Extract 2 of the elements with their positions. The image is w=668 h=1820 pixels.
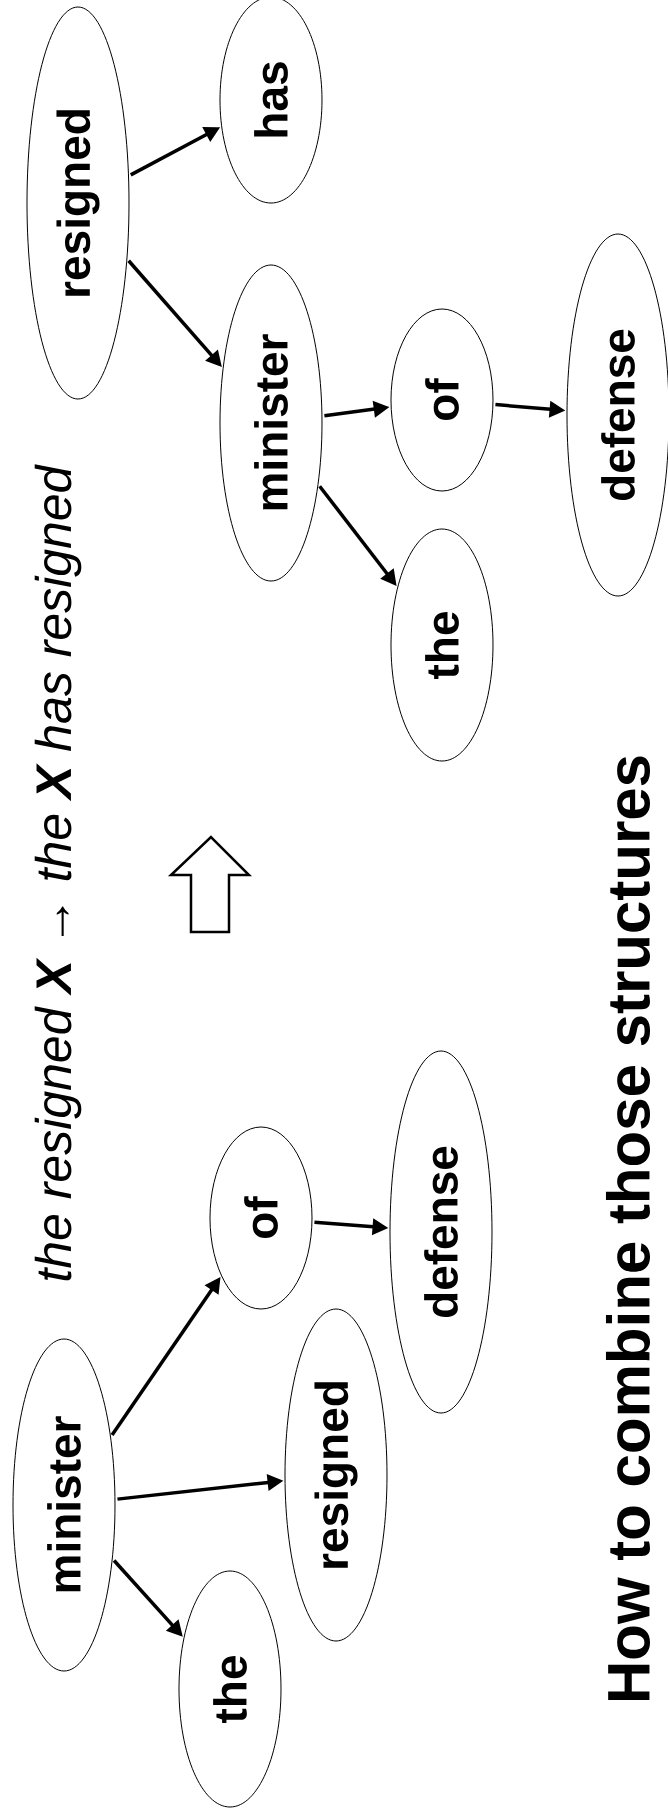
rule-text: the resigned X → the X has resigned bbox=[34, 464, 82, 1281]
slide-title: How to combine those structures bbox=[605, 756, 650, 1701]
